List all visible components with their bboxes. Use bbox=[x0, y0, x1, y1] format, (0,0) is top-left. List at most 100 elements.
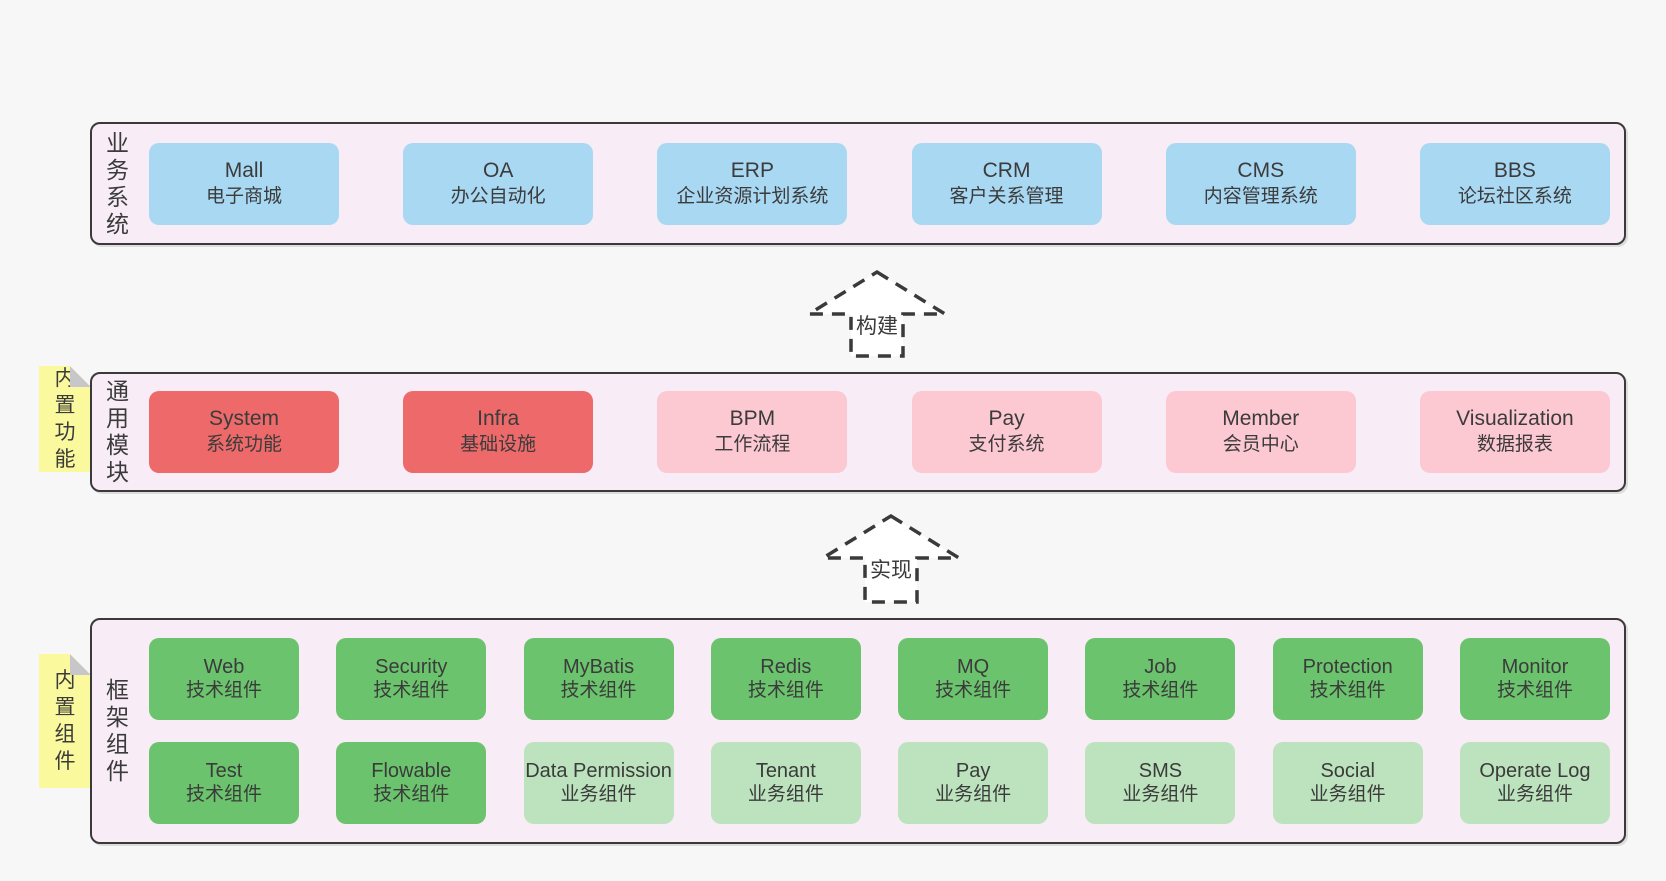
box-title: Protection bbox=[1302, 656, 1393, 678]
box-title: SMS bbox=[1138, 760, 1183, 782]
box-title: System bbox=[208, 407, 279, 430]
box-subtitle: 技术组件 bbox=[747, 680, 824, 701]
box-subtitle: 业务组件 bbox=[1496, 784, 1573, 805]
components-row-2: Test 技术组件 Flowable 技术组件 Data Permission … bbox=[149, 742, 1610, 824]
box-title: OA bbox=[483, 158, 514, 182]
box-system: System 系统功能 bbox=[149, 391, 339, 473]
common-modules-row: System 系统功能 Infra 基础设施 BPM 工作流程 Pay 支付系统… bbox=[131, 391, 1624, 473]
box-erp: ERP 企业资源计划系统 bbox=[657, 142, 848, 225]
box-subtitle: 基础设施 bbox=[460, 434, 537, 455]
box-title: Member bbox=[1222, 407, 1300, 430]
box-crm: CRM 客户关系管理 bbox=[911, 142, 1102, 225]
box-title: Infra bbox=[477, 407, 520, 430]
box-oa: OA 办公自动化 bbox=[403, 142, 594, 225]
box-subtitle: 技术组件 bbox=[1309, 680, 1386, 701]
box-subtitle: 业务组件 bbox=[560, 784, 637, 805]
box-title: MQ bbox=[957, 656, 990, 678]
box-monitor: Monitor 技术组件 bbox=[1459, 638, 1610, 720]
box-subtitle: 业务组件 bbox=[935, 784, 1012, 805]
box-title: Mall bbox=[224, 158, 264, 182]
arrow-build: 构建 bbox=[802, 269, 952, 358]
box-pay-module: Pay 支付系统 bbox=[911, 391, 1102, 473]
box-bbs: BBS 论坛社区系统 bbox=[1419, 142, 1610, 225]
box-security: Security 技术组件 bbox=[336, 638, 487, 720]
box-title: BPM bbox=[729, 407, 776, 430]
framework-components-rows: Web 技术组件 Security 技术组件 MyBatis 技术组件 Redi… bbox=[131, 638, 1624, 824]
band-label-business-systems: 业务系统 bbox=[106, 129, 129, 237]
box-subtitle: 技术组件 bbox=[935, 680, 1012, 701]
band-business-systems: 业务系统 Mall 电子商城 OA 办公自动化 ERP 企业资源计划系统 CRM… bbox=[90, 122, 1626, 245]
box-title: MyBatis bbox=[563, 656, 635, 678]
box-subtitle: 工作流程 bbox=[714, 434, 791, 455]
band-common-modules: 通用模块 System 系统功能 Infra 基础设施 BPM 工作流程 Pay… bbox=[90, 372, 1626, 492]
box-web: Web 技术组件 bbox=[149, 638, 299, 720]
box-subtitle: 技术组件 bbox=[373, 784, 450, 805]
band-label-common-modules: 通用模块 bbox=[106, 378, 129, 485]
box-title: CMS bbox=[1237, 158, 1285, 182]
box-subtitle: 业务组件 bbox=[1122, 784, 1199, 805]
box-mybatis: MyBatis 技术组件 bbox=[523, 638, 674, 720]
business-systems-row: Mall 电子商城 OA 办公自动化 ERP 企业资源计划系统 CRM 客户关系… bbox=[131, 142, 1624, 225]
box-subtitle: 数据报表 bbox=[1476, 434, 1553, 455]
box-member: Member 会员中心 bbox=[1165, 391, 1356, 473]
box-test: Test 技术组件 bbox=[149, 742, 299, 824]
band-label-framework-components: 框架组件 bbox=[106, 677, 129, 784]
box-mall: Mall 电子商城 bbox=[149, 142, 339, 225]
box-visualization: Visualization 数据报表 bbox=[1419, 391, 1610, 473]
sticky-label: 内置组件 bbox=[54, 669, 76, 773]
box-title: Redis bbox=[760, 656, 812, 678]
box-social: Social 业务组件 bbox=[1272, 742, 1423, 824]
arrow-implement-label: 实现 bbox=[867, 554, 915, 584]
box-pay-component: Pay 业务组件 bbox=[898, 742, 1049, 824]
box-subtitle: 技术组件 bbox=[1496, 680, 1573, 701]
arrow-build-label: 构建 bbox=[853, 310, 901, 340]
box-title: CRM bbox=[982, 158, 1031, 182]
box-title: Tenant bbox=[755, 760, 816, 782]
box-subtitle: 论坛社区系统 bbox=[1457, 185, 1572, 207]
box-title: Job bbox=[1144, 656, 1177, 678]
box-infra: Infra 基础设施 bbox=[403, 391, 594, 473]
box-subtitle: 客户关系管理 bbox=[949, 185, 1064, 207]
box-sms: SMS 业务组件 bbox=[1085, 742, 1236, 824]
box-subtitle: 技术组件 bbox=[185, 680, 262, 701]
box-title: Data Permission bbox=[525, 760, 672, 782]
arrow-implement: 实现 bbox=[816, 513, 966, 604]
box-title: ERP bbox=[730, 158, 774, 182]
box-title: Flowable bbox=[371, 760, 452, 782]
box-title: Test bbox=[205, 760, 243, 782]
box-redis: Redis 技术组件 bbox=[710, 638, 861, 720]
box-subtitle: 技术组件 bbox=[185, 784, 262, 805]
box-bpm: BPM 工作流程 bbox=[657, 391, 848, 473]
box-operate-log: Operate Log 业务组件 bbox=[1459, 742, 1610, 824]
sticky-note-built-in-features: 内置功能 bbox=[39, 366, 91, 472]
box-subtitle: 支付系统 bbox=[968, 434, 1045, 455]
box-subtitle: 系统功能 bbox=[205, 434, 282, 455]
box-subtitle: 业务组件 bbox=[1309, 784, 1386, 805]
box-cms: CMS 内容管理系统 bbox=[1165, 142, 1356, 225]
box-title: Monitor bbox=[1501, 656, 1569, 678]
box-title: BBS bbox=[1493, 158, 1536, 182]
box-subtitle: 技术组件 bbox=[560, 680, 637, 701]
box-title: Web bbox=[203, 656, 245, 678]
box-job: Job 技术组件 bbox=[1085, 638, 1236, 720]
box-subtitle: 业务组件 bbox=[747, 784, 824, 805]
box-data-permission: Data Permission 业务组件 bbox=[523, 742, 674, 824]
box-mq: MQ 技术组件 bbox=[898, 638, 1049, 720]
box-subtitle: 内容管理系统 bbox=[1203, 185, 1318, 207]
sticky-note-built-in-components: 内置组件 bbox=[39, 654, 91, 788]
box-subtitle: 技术组件 bbox=[1122, 680, 1199, 701]
band-framework-components: 框架组件 Web 技术组件 Security 技术组件 MyBatis 技术组件… bbox=[90, 618, 1626, 844]
box-tenant: Tenant 业务组件 bbox=[710, 742, 861, 824]
box-flowable: Flowable 技术组件 bbox=[336, 742, 487, 824]
box-title: Visualization bbox=[1456, 407, 1574, 430]
box-subtitle: 电子商城 bbox=[205, 185, 282, 207]
box-protection: Protection 技术组件 bbox=[1272, 638, 1423, 720]
folded-corner-icon bbox=[70, 366, 91, 387]
folded-corner-icon bbox=[70, 654, 91, 675]
components-row-1: Web 技术组件 Security 技术组件 MyBatis 技术组件 Redi… bbox=[149, 638, 1610, 720]
box-title: Pay bbox=[955, 760, 991, 782]
box-title: Operate Log bbox=[1479, 760, 1591, 782]
box-title: Social bbox=[1320, 760, 1375, 782]
box-subtitle: 办公自动化 bbox=[450, 185, 546, 207]
box-subtitle: 企业资源计划系统 bbox=[676, 185, 829, 207]
